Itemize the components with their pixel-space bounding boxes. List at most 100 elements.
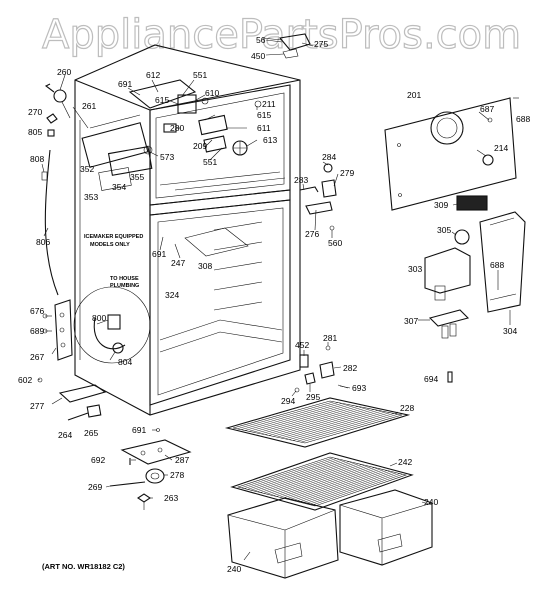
shelf-wire	[244, 458, 337, 489]
shelf-wire	[241, 457, 334, 489]
bottom-hinge-roller	[109, 428, 192, 510]
callout-leaders	[37, 39, 519, 561]
shelf-wire	[256, 405, 355, 434]
callout-615-top: 615	[155, 95, 169, 105]
shelf-wire	[302, 471, 394, 504]
callout-602: 602	[18, 375, 32, 385]
shelf-wire	[272, 408, 371, 437]
callout-240-left: 240	[227, 564, 241, 574]
callout-240-right: 240	[424, 497, 438, 507]
callout-295: 295	[306, 392, 320, 402]
callout-247: 247	[171, 258, 185, 268]
part-270-icon	[46, 113, 58, 124]
shelf-wire	[298, 471, 391, 503]
shelf-wire	[288, 411, 387, 440]
callout-687: 687	[480, 104, 494, 114]
callout-551-top: 551	[193, 70, 207, 80]
icemaker-note-line2: MODELS ONLY	[90, 242, 130, 248]
part-260-icon	[44, 83, 71, 119]
shelf-wire	[295, 470, 388, 502]
callout-352: 352	[80, 164, 94, 174]
shelf-wire	[270, 464, 362, 496]
shelf-wire	[286, 468, 378, 500]
leveling-hardware	[37, 377, 107, 421]
callout-324: 324	[165, 290, 179, 300]
callout-573: 573	[160, 152, 174, 162]
shelf-wire	[240, 402, 339, 430]
callout-279: 279	[340, 168, 354, 178]
callout-275: 275	[314, 39, 328, 49]
callout-294: 294	[281, 396, 295, 406]
callout-278: 278	[170, 470, 184, 480]
shelf-wire	[250, 459, 343, 491]
callout-688-mid: 688	[490, 260, 504, 270]
callout-450: 450	[251, 51, 265, 61]
callout-283: 283	[294, 175, 308, 185]
callout-800: 800	[92, 313, 106, 323]
callout-214: 214	[494, 143, 508, 153]
shelf-wire	[308, 473, 400, 505]
callout-260: 260	[57, 67, 71, 77]
shelf-wire	[280, 410, 379, 439]
callout-263: 263	[164, 493, 178, 503]
callout-551-mid: 551	[203, 157, 217, 167]
callout-307: 307	[404, 316, 418, 326]
callout-265: 265	[84, 428, 98, 438]
callout-270: 270	[28, 107, 42, 117]
shelf-wire	[305, 472, 397, 504]
callout-452: 452	[295, 340, 309, 350]
water-fill-tube	[44, 149, 59, 296]
shelf-wire	[276, 465, 369, 497]
callout-692: 692	[91, 455, 105, 465]
shelf-wire	[266, 463, 359, 495]
callout-303: 303	[408, 264, 422, 274]
callout-287: 287	[175, 455, 189, 465]
callout-612: 612	[146, 70, 160, 80]
callout-693: 693	[352, 383, 366, 393]
shelf-wire	[292, 469, 384, 501]
callout-211: 211	[262, 99, 276, 109]
icemaker-assembly	[81, 114, 153, 191]
right-hinge-hardware	[294, 345, 349, 393]
shelf-wire	[247, 459, 340, 490]
callout-308: 308	[198, 261, 212, 271]
shelf-wire	[236, 401, 335, 430]
callout-354: 354	[112, 182, 126, 192]
callout-242: 242	[398, 457, 412, 467]
control-housing	[128, 79, 262, 156]
callout-56: 56	[256, 35, 266, 45]
callout-355: 355	[130, 172, 144, 182]
shelf-wire	[289, 468, 381, 500]
air-duct-assembly	[424, 211, 526, 339]
part-805-icon	[47, 129, 55, 137]
callout-689: 689	[30, 326, 44, 336]
callout-304: 304	[503, 326, 517, 336]
callout-688-top: 688	[516, 114, 530, 124]
crisper-cover-shelf	[230, 452, 414, 511]
callout-277: 277	[30, 401, 44, 411]
callout-209: 209	[193, 141, 207, 151]
shelf-wire	[276, 409, 375, 438]
callout-labels: 56 275 450 612 551 691 615 610 260 261 2…	[18, 35, 530, 574]
shelf-wire	[264, 406, 363, 435]
callout-806: 806	[36, 237, 50, 247]
callout-269: 269	[88, 482, 102, 492]
watermark-text: AppliancePartsPros.com	[42, 12, 521, 58]
callout-282: 282	[343, 363, 357, 373]
icemaker-note-line1: ICEMAKER EQUIPPED	[84, 234, 143, 240]
shelf-wire	[292, 412, 391, 441]
art-number: (ART NO. WR18182 C2)	[42, 562, 125, 571]
shelf-wire	[311, 474, 403, 506]
callout-261: 261	[82, 101, 96, 111]
shelf-wire	[253, 460, 346, 492]
callout-267: 267	[30, 352, 44, 362]
callout-611: 611	[257, 123, 271, 133]
callout-276: 276	[305, 229, 319, 239]
crisper-drawer-left	[227, 497, 339, 579]
crisper-drawer-right	[339, 489, 433, 566]
damper-control-top	[261, 33, 311, 59]
refrigerator-cabinet	[74, 44, 301, 416]
plumbing-note-line2: PLUMBING	[110, 283, 139, 289]
callout-309: 309	[434, 200, 448, 210]
callout-691-bottom: 691	[132, 425, 146, 435]
